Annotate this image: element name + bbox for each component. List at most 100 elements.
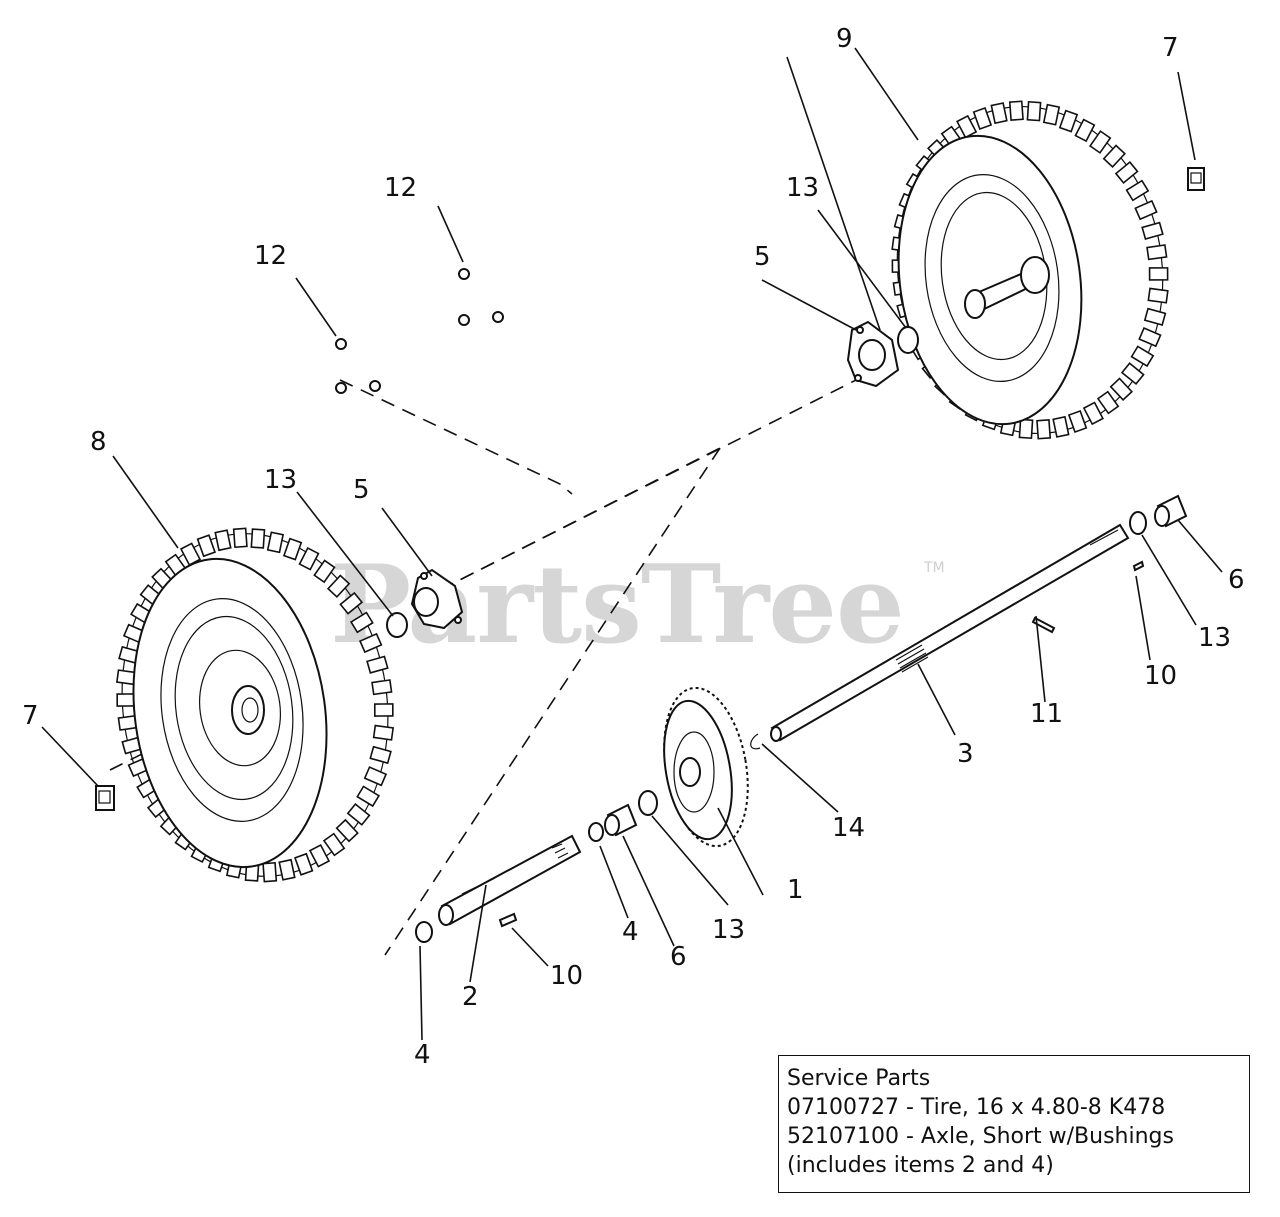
left-tire-tread-lug bbox=[366, 655, 389, 674]
washers[interactable] bbox=[386, 326, 1147, 816]
right-tire-tread-lug bbox=[1082, 401, 1104, 426]
left-tire-tread-lug bbox=[373, 703, 394, 717]
callout-10-right: 10 bbox=[1144, 661, 1177, 691]
callout-14: 14 bbox=[832, 813, 865, 843]
right-tire-tread-lug bbox=[1026, 100, 1042, 122]
service-part-axle: 52107100 - Axle, Short w/Bushings bbox=[787, 1124, 1174, 1149]
right-tire-tread-lug bbox=[1125, 179, 1150, 202]
left-tire[interactable] bbox=[100, 516, 409, 893]
right-tire-tread-lug bbox=[1130, 345, 1155, 368]
left-tire-tread-lug bbox=[346, 802, 371, 826]
callout-4-middle: 4 bbox=[622, 917, 639, 947]
service-parts-box: Service Parts 07100727 - Tire, 16 x 4.80… bbox=[778, 1055, 1250, 1193]
right-tire-tread-lug bbox=[1058, 109, 1079, 133]
left-tire-tread-lug bbox=[358, 632, 383, 654]
right-tire[interactable] bbox=[876, 89, 1183, 451]
callout-13-left: 13 bbox=[264, 465, 297, 495]
callout-6-right: 6 bbox=[1228, 565, 1245, 595]
right-tire-tread-lug bbox=[1146, 244, 1168, 261]
callout-3: 3 bbox=[957, 739, 974, 769]
left-tire-tread-lug bbox=[363, 766, 388, 787]
right-tire-tread-lug bbox=[1114, 161, 1139, 184]
left-tire-tread-lug bbox=[356, 785, 381, 808]
left-tire-tread-lug bbox=[322, 832, 346, 857]
left-tire-tread-lug bbox=[196, 534, 217, 558]
service-part-tire: 07100727 - Tire, 16 x 4.80-8 K478 bbox=[787, 1095, 1166, 1120]
right-tire-tread-lug bbox=[1036, 419, 1052, 440]
left-tire-tread-lug bbox=[278, 858, 296, 881]
right-tire-tread-lug bbox=[1138, 326, 1162, 348]
callout-6-middle: 6 bbox=[670, 942, 687, 972]
left-tire-tread-lug bbox=[313, 559, 336, 584]
left-tire-tread-lug bbox=[349, 611, 374, 634]
leader-lines bbox=[41, 47, 1223, 1041]
left-tire-tread-lug bbox=[372, 724, 395, 741]
callout-13-middle: 13 bbox=[712, 915, 745, 945]
left-tire-tread-lug bbox=[266, 531, 285, 554]
keys[interactable] bbox=[498, 560, 1145, 928]
right-tire-tread-lug bbox=[1120, 362, 1145, 386]
right-tire-tread-lug bbox=[1148, 267, 1169, 281]
right-tire-tread-lug bbox=[990, 102, 1008, 125]
spring-clip[interactable] bbox=[750, 733, 761, 750]
right-tire-tread-lug bbox=[1042, 103, 1061, 126]
callout-numbers: 1 2 3 4 4 5 5 6 6 7 7 8 9 10 10 11 12 12… bbox=[22, 24, 1245, 1070]
callout-1: 1 bbox=[787, 875, 804, 905]
drive-gear[interactable] bbox=[653, 681, 760, 852]
right-tire-tread-lug bbox=[1008, 100, 1024, 121]
left-tire-tread-lug bbox=[214, 529, 232, 552]
callout-12-upper: 12 bbox=[384, 173, 417, 203]
left-tire-tread-lug bbox=[335, 818, 359, 843]
service-parts-heading: Service Parts bbox=[787, 1066, 931, 1091]
watermark-tm: TM bbox=[923, 560, 945, 576]
callout-7-left: 7 bbox=[22, 701, 39, 731]
left-tire-tread-lug bbox=[293, 852, 314, 876]
right-tire-tread-lug bbox=[1109, 377, 1133, 401]
right-tire-tread-lug bbox=[1102, 144, 1126, 169]
right-tire-tread-lug bbox=[956, 114, 978, 139]
right-tire-tread-lug bbox=[1018, 418, 1034, 440]
left-tire-tread-lug bbox=[298, 546, 320, 571]
right-tire-tread-lug bbox=[1141, 221, 1164, 241]
flange-bearing-right[interactable] bbox=[846, 320, 900, 388]
long-axle[interactable] bbox=[770, 523, 1130, 742]
callout-8: 8 bbox=[90, 427, 107, 457]
service-part-note: (includes items 2 and 4) bbox=[787, 1153, 1054, 1178]
right-tire-tread-lug bbox=[1067, 409, 1088, 434]
left-tire-tread-lug bbox=[326, 574, 351, 599]
right-tire-tread-lug bbox=[1147, 287, 1169, 304]
callout-5-left: 5 bbox=[353, 475, 370, 505]
right-tire-tread-lug bbox=[1052, 415, 1070, 438]
bolts[interactable] bbox=[335, 268, 504, 394]
left-tire-tread-lug bbox=[369, 745, 392, 765]
right-tire-tread-lug bbox=[972, 106, 993, 131]
left-tire-tread-lug bbox=[282, 537, 303, 561]
bushings[interactable] bbox=[415, 494, 1188, 943]
callout-2: 2 bbox=[462, 982, 479, 1012]
right-tire-tread-lug bbox=[1074, 118, 1096, 143]
callout-7-right: 7 bbox=[1162, 33, 1179, 63]
right-tire-tread-lug bbox=[1096, 390, 1120, 415]
right-tire-tread-lug bbox=[1089, 130, 1112, 154]
right-tire-tread-lug bbox=[1143, 307, 1167, 326]
left-tire-tread-lug bbox=[339, 591, 364, 615]
left-tire-tread-lug bbox=[308, 843, 331, 868]
short-axle[interactable] bbox=[438, 834, 582, 926]
callout-9: 9 bbox=[836, 24, 853, 54]
left-tire-tread-lug bbox=[232, 527, 248, 549]
callout-11: 11 bbox=[1030, 699, 1063, 729]
flange-bearing-left[interactable] bbox=[410, 568, 464, 630]
assembly-lines bbox=[109, 377, 861, 956]
callout-13-right: 13 bbox=[786, 173, 819, 203]
valve-clips[interactable] bbox=[95, 167, 1205, 811]
callout-4-bottom: 4 bbox=[414, 1040, 431, 1070]
right-tire-tread-lug bbox=[1134, 199, 1158, 221]
callout-13-far-right: 13 bbox=[1198, 623, 1231, 653]
callout-10-left: 10 bbox=[550, 961, 583, 991]
left-tire-tread-lug bbox=[262, 861, 278, 883]
callout-12-lower: 12 bbox=[254, 241, 287, 271]
callout-5-right: 5 bbox=[754, 242, 771, 272]
left-tire-tread-lug bbox=[250, 528, 266, 549]
left-tire-tread-lug bbox=[371, 679, 393, 696]
